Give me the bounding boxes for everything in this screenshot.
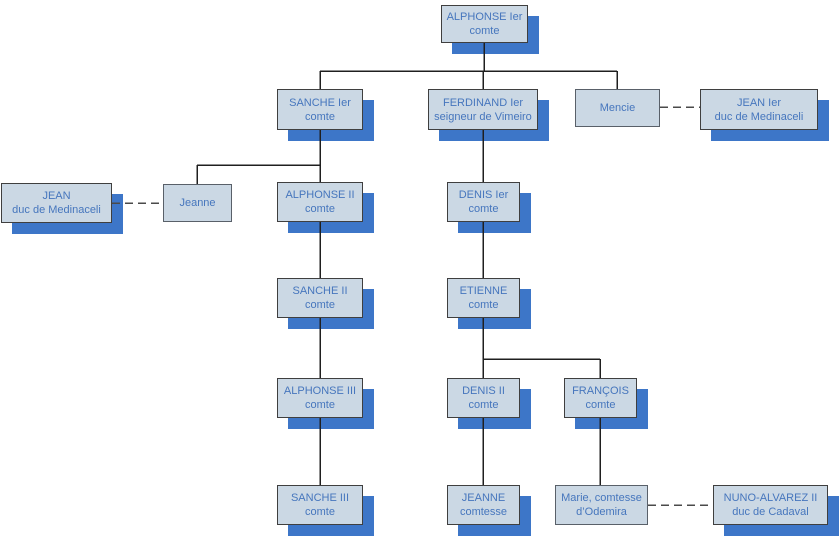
- person-name: DENIS Ier: [458, 189, 509, 201]
- tree-node-jeanne-comtesse[interactable]: JEANNE comtesse: [447, 485, 520, 525]
- person-title: d’Odemira: [576, 506, 627, 518]
- tree-node-marie-odemira[interactable]: Marie, comtesse d’Odemira: [555, 485, 648, 525]
- person-name: Jeanne: [179, 197, 216, 209]
- tree-node-alphonse-1[interactable]: ALPHONSE Ier comte: [441, 5, 528, 43]
- person-name: DENIS II: [462, 385, 505, 397]
- person-name: SANCHE II: [292, 285, 348, 297]
- person-title: comte: [305, 299, 335, 311]
- tree-node-etienne[interactable]: ETIENNE comte: [447, 278, 520, 318]
- tree-node-sanche-3[interactable]: SANCHE III comte: [277, 485, 363, 525]
- person-title: comte: [468, 299, 499, 311]
- person-title: duc de Cadaval: [732, 506, 809, 518]
- person-name: ETIENNE: [459, 285, 508, 297]
- tree-node-alphonse-3[interactable]: ALPHONSE III comte: [277, 378, 363, 418]
- person-name: NUNO-ALVAREZ II: [723, 492, 818, 504]
- tree-node-francois[interactable]: FRANÇOIS comte: [564, 378, 637, 418]
- person-title: comte: [305, 506, 335, 518]
- person-name: Mencie: [599, 102, 636, 114]
- tree-node-jean-medinaceli[interactable]: JEAN duc de Medinaceli: [1, 183, 112, 223]
- person-name: SANCHE III: [290, 492, 350, 504]
- person-title: duc de Medinaceli: [714, 110, 804, 123]
- tree-node-denis-2[interactable]: DENIS II comte: [447, 378, 520, 418]
- person-title: comtesse: [459, 506, 508, 518]
- person-title: seigneur de Vimeiro: [434, 110, 532, 123]
- person-name: Marie, comtesse: [561, 492, 642, 504]
- tree-node-alphonse-2[interactable]: ALPHONSE II comte: [277, 182, 363, 222]
- person-name: FRANÇOIS: [572, 385, 629, 397]
- person-title: comte: [468, 399, 499, 411]
- person-title: comte: [469, 25, 500, 37]
- person-title: comte: [305, 110, 335, 123]
- person-title: comte: [468, 203, 499, 215]
- person-name: JEAN Ier: [736, 96, 781, 109]
- person-name: SANCHE Ier: [289, 96, 351, 109]
- person-title: comte: [305, 399, 335, 411]
- person-title: comte: [585, 399, 616, 411]
- person-name: ALPHONSE III: [283, 385, 357, 397]
- person-name: JEAN: [42, 190, 71, 202]
- person-name: ALPHONSE II: [285, 189, 355, 201]
- tree-node-mencie[interactable]: Mencie: [575, 89, 660, 127]
- person-title: comte: [305, 203, 335, 215]
- person-name: FERDINAND Ier: [442, 96, 524, 109]
- tree-node-nuno-alvarez-2[interactable]: NUNO-ALVAREZ II duc de Cadaval: [713, 485, 828, 525]
- tree-node-sanche-2[interactable]: SANCHE II comte: [277, 278, 363, 318]
- person-name: JEANNE: [461, 492, 506, 504]
- person-name: ALPHONSE Ier: [446, 11, 523, 23]
- person-title: duc de Medinaceli: [12, 204, 101, 216]
- tree-node-jeanne-wife[interactable]: Jeanne: [163, 184, 232, 222]
- tree-node-denis-1[interactable]: DENIS Ier comte: [447, 182, 520, 222]
